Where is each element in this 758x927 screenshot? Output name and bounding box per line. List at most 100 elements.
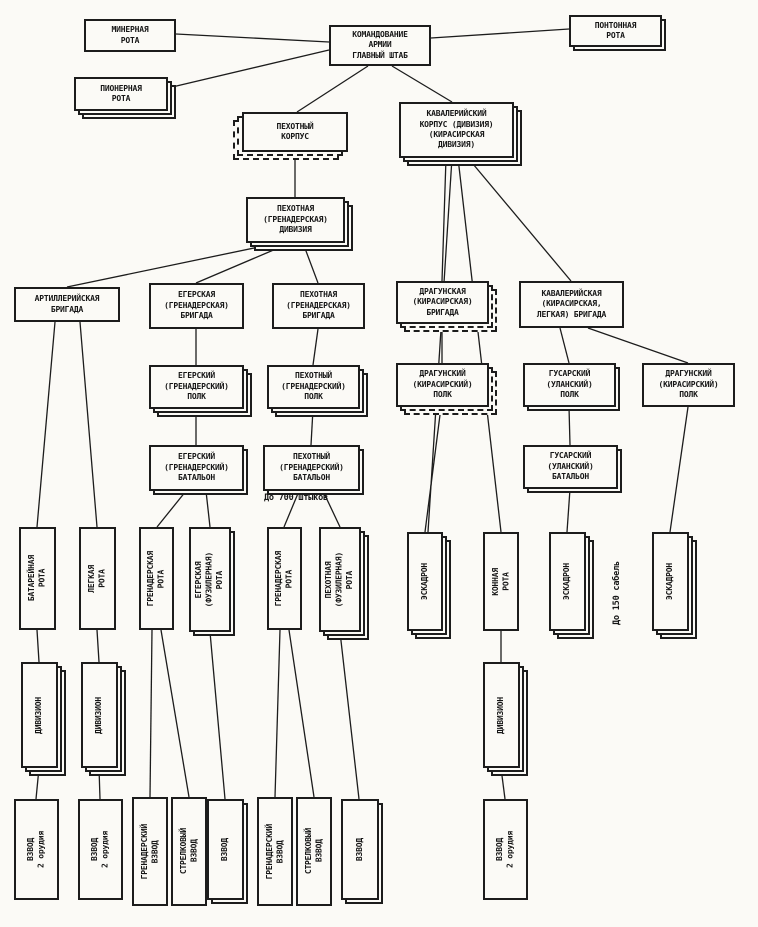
node-divizion-2: ДИВИЗИОН (81, 662, 126, 776)
connector-line (283, 490, 300, 528)
connector-line (391, 65, 453, 103)
connector-line (156, 490, 187, 528)
node-infantry-brigade: ПЕХОТНАЯ (ГРЕНАДЕРСКАЯ) БРИГАДА (272, 283, 365, 329)
node-gun-platoon-1: ВЗВОД 2 орудия (14, 799, 59, 900)
connector-line (167, 49, 330, 89)
node-label: ВЗВОД 2 орудия (26, 831, 46, 868)
node-label: ЛЕГКАЯ РОТА (87, 564, 107, 593)
node-squadron-3: ЭСКАДРОН (652, 532, 697, 639)
connector-line (312, 328, 319, 366)
node-divizion-3: ДИВИЗИОН (483, 662, 528, 776)
connector-line (430, 28, 570, 39)
node-rifle-platoon-2: СТРЕЛКОВЫЙ ВЗВОД (296, 797, 332, 906)
node-rifle-platoon-1: СТРЕЛКОВЫЙ ВЗВОД (171, 797, 207, 906)
node-label: ДИВИЗИОН (94, 696, 104, 734)
node-label: ЕГЕРСКИЙ (ГРЕНАДЕРСКИЙ) ПОЛК (164, 371, 229, 402)
node-label: КОННАЯ РОТА (490, 567, 510, 596)
node-miner-company: МИНЕРНАЯ РОТА (84, 19, 176, 52)
node-label: ПЕХОТНАЯ (ГРЕНАДЕРСКАЯ) БРИГАДА (286, 290, 351, 321)
node-platoon-1: ВЗВОД (207, 799, 248, 904)
node-label: ПОНТОННАЯ РОТА (594, 20, 637, 40)
node-label: ГРЕНАДЕРСКИЙ ВЗВОД (139, 823, 159, 880)
node-jaeger-company: ЕГЕРСКАЯ (ФУЗИЛЕРНАЯ) РОТА (189, 527, 235, 636)
connector-line (669, 406, 689, 533)
node-label: ВЗВОД (354, 837, 364, 862)
node-divizion-1: ДИВИЗИОН (21, 662, 66, 776)
node-label: ВЗВОД 2 орудия (495, 831, 515, 868)
connector-line (568, 406, 571, 446)
node-infantry-battalion: ПЕХОТНЫЙ (ГРЕНАДЕРСКИЙ) БАТАЛЬОН (263, 445, 364, 495)
connector-line (36, 321, 56, 528)
node-label: ДРАГУНСКИЙ (КИРАСИРСКИЙ) ПОЛК (658, 369, 719, 400)
node-label: КОМАНДОВАНИЕ АРМИИ ГЛАВНЫЙ ШТАБ (352, 29, 408, 60)
node-label: ЭСКАДРОН (665, 563, 675, 600)
connector-line (296, 65, 369, 113)
node-gun-platoon-2: ВЗВОД 2 орудия (78, 799, 123, 900)
node-label: АРТИЛЛЕРИЙСКАЯ БРИГАДА (34, 294, 100, 314)
node-cavalry-corps: КАВАЛЕРИЙСКИЙ КОРПУС (ДИВИЗИЯ) (КИРАСИРС… (399, 102, 522, 166)
node-hussar-battalion: ГУСАРСКИЙ (УЛАНСКИЙ) БАТАЛЬОН (523, 445, 622, 493)
node-label: ДРАГУНСКИЙ (КИРАСИРСКИЙ) ПОЛК (412, 369, 473, 400)
node-hussar-regiment: ГУСАРСКИЙ (УЛАНСКИЙ) ПОЛК (523, 363, 620, 411)
node-light-company: ЛЕГКАЯ РОТА (79, 527, 116, 630)
node-dragoon-brigade: ДРАГУНСКАЯ (КИРАСИРСКАЯ) БРИГАДА (396, 281, 497, 332)
node-jaeger-regiment: ЕГЕРСКИЙ (ГРЕНАДЕРСКИЙ) ПОЛК (149, 365, 252, 417)
annotation-bayonets: До 700 штыков (264, 493, 328, 503)
node-squadron-2: ЭСКАДРОН (549, 532, 594, 639)
connector-line (339, 631, 360, 800)
node-label: ВЗВОД (220, 837, 230, 862)
node-label: КАВАЛЕРИЙСКАЯ (КИРАСИРСКАЯ, ЛЕГКАЯ) БРИГ… (536, 288, 607, 319)
node-label: ПЕХОТНЫЙ (ГРЕНАДЕРСКИЙ) ПОЛК (281, 371, 346, 402)
node-infantry-division: ПЕХОТНАЯ (ГРЕНАДЕРСКАЯ) ДИВИЗИЯ (246, 197, 353, 251)
node-jaeger-battalion: ЕГЕРСКИЙ (ГРЕНАДЕРСКИЙ) БАТАЛЬОН (149, 445, 248, 495)
node-label: ГРЕНАДЕРСКАЯ РОТА (146, 550, 166, 607)
connector-line (441, 157, 447, 282)
connector-line (160, 629, 190, 798)
connector-line (209, 631, 226, 800)
node-infantry-company: ПЕХОТНАЯ (ФУЗИЛЕРНАЯ) РОТА (319, 527, 369, 640)
node-label: ПЕХОТНАЯ (ГРЕНАДЕРСКАЯ) ДИВИЗИЯ (263, 204, 328, 235)
node-label: ЕГЕРСКАЯ (ФУЗИЛЕРНАЯ) РОТА (194, 551, 225, 608)
node-pontoon-company: ПОНТОННАЯ РОТА (569, 15, 666, 51)
node-infantry-corps: ПЕХОТНЫЙ КОРПУС (233, 112, 348, 160)
connector-line (467, 157, 572, 282)
node-jaeger-brigade: ЕГЕРСКАЯ (ГРЕНАДЕРСКАЯ) БРИГАДА (149, 283, 244, 329)
node-dragoon-regiment-right: ДРАГУНСКИЙ (КИРАСИРСКИЙ) ПОЛК (642, 363, 735, 407)
node-grenadier-platoon-2: ГРЕНАДЕРСКИЙ ВЗВОД (257, 797, 293, 906)
node-label: ГУСАРСКИЙ (УЛАНСКИЙ) ПОЛК (546, 369, 593, 400)
connector-line (66, 242, 279, 288)
connector-line (424, 406, 442, 533)
node-label: ДИВИЗИОН (34, 696, 44, 734)
node-horse-company: КОННАЯ РОТА (483, 532, 519, 631)
node-label: ГРЕНАДЕРСКАЯ РОТА (274, 550, 294, 607)
node-grenadier-company-1: ГРЕНАДЕРСКАЯ РОТА (139, 527, 174, 630)
connector-line (322, 490, 341, 528)
node-label: ЕГЕРСКАЯ (ГРЕНАДЕРСКАЯ) БРИГАДА (164, 290, 229, 321)
connector-line (457, 157, 502, 533)
node-gun-platoon-3: ВЗВОД 2 орудия (483, 799, 528, 900)
node-battery-company: БАТАРЕЙНАЯ РОТА (19, 527, 56, 630)
node-army-command: КОМАНДОВАНИЕ АРМИИ ГЛАВНЫЙ ШТАБ (329, 25, 431, 66)
connector-line (587, 327, 689, 364)
node-dragoon-regiment-left: ДРАГУНСКИЙ (КИРАСИРСКИЙ) ПОЛК (396, 363, 497, 415)
node-label: ЕГЕРСКИЙ (ГРЕНАДЕРСКИЙ) БАТАЛЬОН (164, 452, 229, 483)
node-label: ПЕХОТНЫЙ (ГРЕНАДЕРСКИЙ) БАТАЛЬОН (279, 452, 344, 483)
connector-line (288, 629, 315, 798)
node-squadron-1: ЭСКАДРОН (407, 532, 451, 639)
node-label: ПЕХОТНЫЙ КОРПУС (276, 121, 314, 141)
node-label: ГРЕНАДЕРСКИЙ ВЗВОД (264, 823, 284, 880)
connector-line (36, 629, 40, 663)
connector-line (175, 33, 330, 43)
node-label: БАТАРЕЙНАЯ РОТА (27, 555, 47, 602)
node-label: ВЗВОД 2 орудия (90, 831, 110, 868)
node-label: ЭСКАДРОН (562, 563, 572, 600)
node-platoon-2: ВЗВОД (341, 799, 383, 904)
node-grenadier-platoon-1: ГРЕНАДЕРСКИЙ ВЗВОД (132, 797, 168, 906)
connector-line (149, 629, 153, 798)
annotation-sabers: До 150 сабель (612, 561, 622, 625)
node-label: ЭСКАДРОН (419, 563, 429, 600)
connector-line (96, 629, 100, 663)
node-label: КАВАЛЕРИЙСКИЙ КОРПУС (ДИВИЗИЯ) (КИРАСИРС… (419, 109, 494, 150)
